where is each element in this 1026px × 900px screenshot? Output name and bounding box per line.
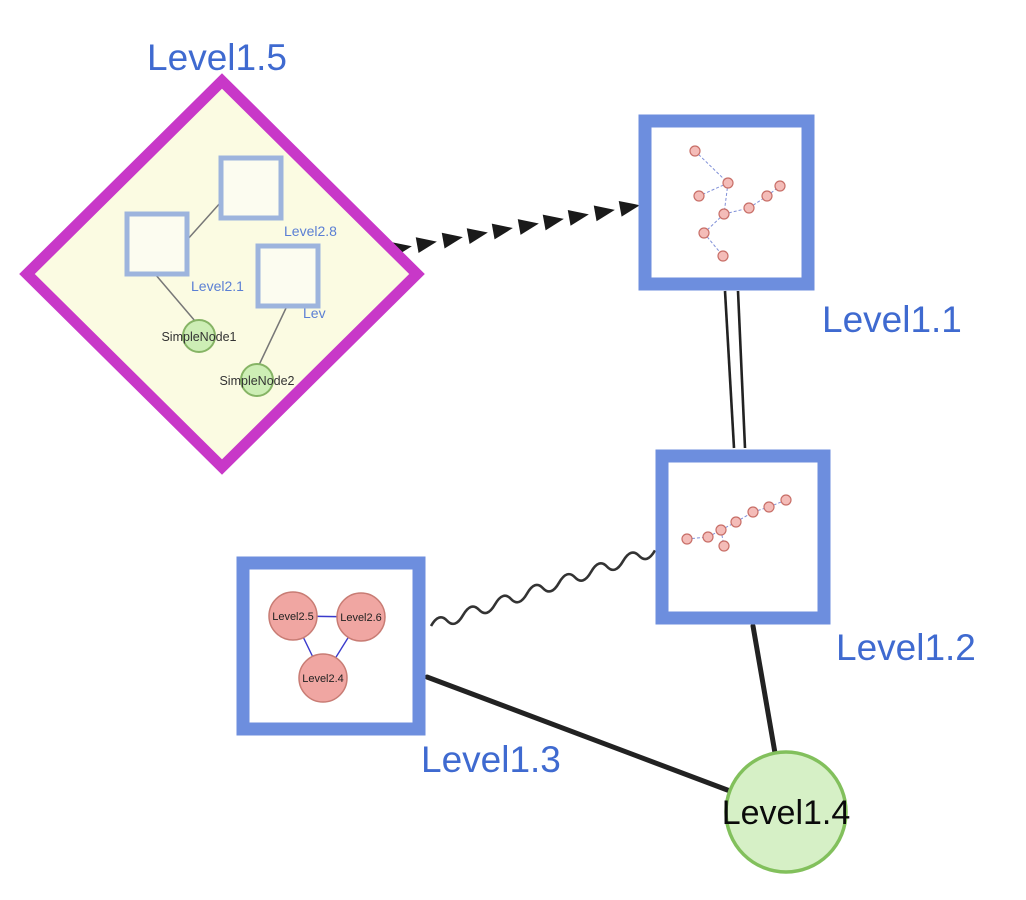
- level2-circle-label: Level2.5: [272, 611, 314, 623]
- level11-mini-graph: [689, 145, 786, 262]
- mini-graph-node[interactable]: [761, 190, 773, 202]
- level11-label: Level1.1: [822, 299, 962, 340]
- level28-square-node[interactable]: [218, 155, 284, 221]
- inner-edge-sq3-simplenode2: [258, 305, 288, 366]
- inner-edge-sq2-sq1: [186, 201, 222, 241]
- level12-box[interactable]: [655, 449, 831, 625]
- mini-graph-node[interactable]: [717, 250, 729, 262]
- inner-edge-sq2-simplenode1: [154, 273, 196, 322]
- edge-level11-level12-line2[interactable]: [736, 290, 747, 449]
- mini-graph-node[interactable]: [747, 506, 759, 518]
- mini-graph-node[interactable]: [689, 145, 701, 157]
- level15-label: Level1.5: [147, 37, 287, 78]
- edge-level12-level14[interactable]: [750, 623, 778, 756]
- level11-group-node: [638, 114, 815, 291]
- edge-level13-level12-wavy[interactable]: [429, 549, 657, 627]
- edge-level13-level14[interactable]: [424, 674, 733, 794]
- level14-label: Level1.4: [722, 794, 851, 832]
- level12-group-node: [655, 449, 831, 625]
- mini-graph-node[interactable]: [722, 177, 734, 189]
- mini-graph-node[interactable]: [702, 531, 714, 543]
- level13-box[interactable]: [236, 556, 426, 736]
- mini-graph-node[interactable]: [718, 540, 730, 552]
- level13-label: Level1.3: [421, 739, 561, 780]
- level2-circle-node[interactable]: [268, 591, 318, 641]
- level2-circle-node[interactable]: [298, 653, 348, 703]
- level14-node[interactable]: [724, 750, 848, 874]
- level21-square-node[interactable]: [124, 211, 190, 277]
- mini-graph-node[interactable]: [763, 501, 775, 513]
- level28-square-label: Level2.8: [284, 223, 337, 239]
- mini-graph-node[interactable]: [774, 180, 786, 192]
- level2-circle-node[interactable]: [336, 592, 386, 642]
- level2-circle-label: Level2.6: [340, 612, 382, 624]
- mini-graph-node[interactable]: [698, 227, 710, 239]
- level15-diamond[interactable]: [19, 73, 425, 475]
- mini-graph-edge: [748, 195, 768, 209]
- edge-level15-level11-arrow-chain[interactable]: [390, 200, 640, 258]
- edge-level11-level12-line1[interactable]: [723, 290, 736, 449]
- level14-node-group: Level1.4: [722, 750, 851, 874]
- level15-group-node: Level2.8 Level2.1 Lev SimpleNode1 Simple…: [19, 73, 425, 475]
- top-level-edges: [390, 200, 778, 794]
- mini-graph-node[interactable]: [743, 202, 755, 214]
- simplenode1-label: SimpleNode1: [161, 330, 236, 344]
- simplenode1-node[interactable]: [182, 319, 216, 353]
- lev-square-label: Lev: [303, 305, 326, 321]
- mini-graph-node[interactable]: [780, 494, 792, 506]
- level12-mini-graph: [681, 494, 792, 552]
- lev-square-node[interactable]: [255, 243, 321, 309]
- mini-graph-node[interactable]: [730, 516, 742, 528]
- mini-graph-edge: [694, 150, 729, 184]
- level2-circle-label: Level2.4: [302, 673, 344, 685]
- mini-graph-node[interactable]: [681, 533, 693, 545]
- level12-label: Level1.2: [836, 627, 976, 668]
- simplenode2-node[interactable]: [240, 363, 274, 397]
- simplenode2-label: SimpleNode2: [219, 374, 294, 388]
- mini-graph-node[interactable]: [715, 524, 727, 536]
- mini-graph-node[interactable]: [718, 208, 730, 220]
- level21-square-label: Level2.1: [191, 278, 244, 294]
- mini-graph-node[interactable]: [693, 190, 705, 202]
